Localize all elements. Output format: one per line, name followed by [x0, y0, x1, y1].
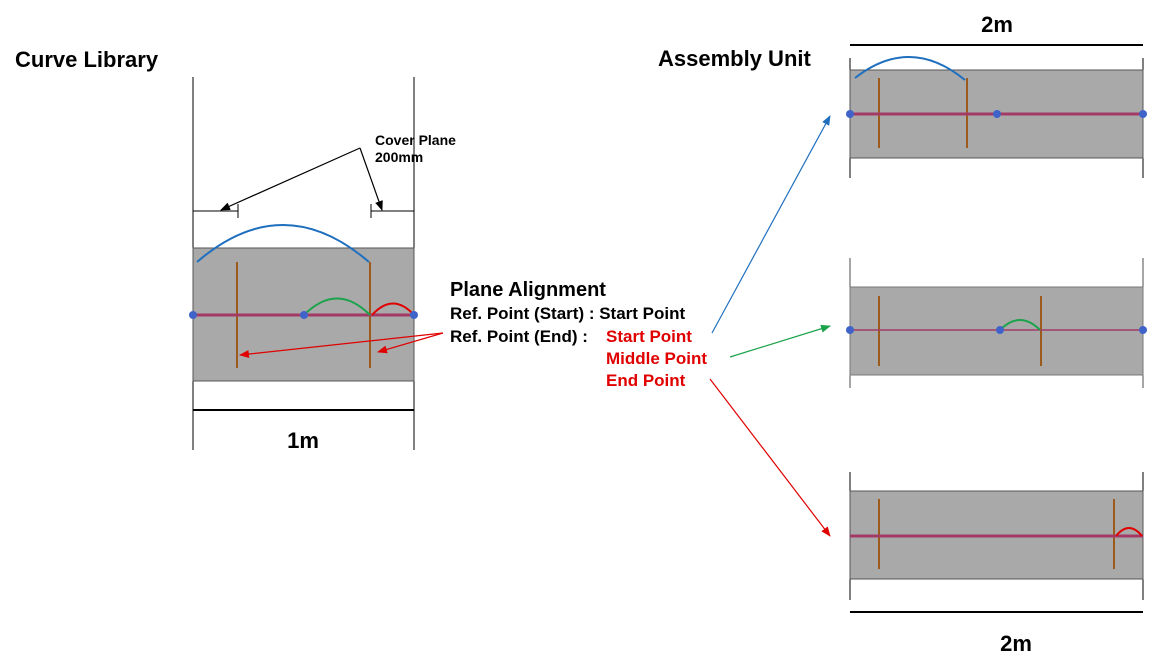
- cover-plane-value: 200mm: [375, 149, 423, 165]
- plane-alignment-heading: Plane Alignment: [450, 279, 606, 301]
- unit1-start-point: [846, 110, 854, 118]
- start-point-marker: [189, 311, 197, 319]
- unit2-middle-point: [996, 326, 1004, 334]
- unit2-green-curve: [999, 319, 1041, 331]
- assembly-unit-2: [846, 258, 1147, 388]
- width-label-1m: 1m: [287, 428, 319, 453]
- blue-arrow-to-unit-1: [711, 115, 831, 334]
- unit3-red-curve: [1115, 527, 1143, 537]
- red-arrow-to-unit-3: [709, 378, 831, 537]
- assembly-unit-3: [849, 472, 1144, 600]
- red-arrow-to-right-post: [377, 332, 444, 354]
- unit2-start-point: [846, 326, 854, 334]
- cover-plane-arrow-right: [359, 147, 383, 211]
- unit1-blue-curve: [854, 56, 966, 81]
- assembly-unit-1: [846, 56, 1147, 178]
- red-arrow-to-left-post: [239, 332, 444, 359]
- curve-library-panel: Curve Library Cover Plane 200mm 1: [15, 47, 456, 453]
- blue-curve: [196, 224, 370, 263]
- option-middle-point: Middle Point: [606, 349, 707, 368]
- assembly-unit-title: Assembly Unit: [658, 46, 811, 71]
- unit1-end-point: [1139, 110, 1147, 118]
- unit2-end-point: [1139, 326, 1147, 334]
- unit1-middle-point: [993, 110, 1001, 118]
- cover-plane-label: Cover Plane: [375, 132, 456, 148]
- ref-point-start-text: Ref. Point (Start) : Start Point: [450, 304, 686, 323]
- top-width-label-2m: 2m: [981, 12, 1013, 37]
- red-curve: [371, 302, 415, 316]
- ref-point-end-prefix: Ref. Point (End) :: [450, 327, 588, 346]
- green-arrow-to-unit-2: [729, 324, 831, 358]
- plane-alignment-block: Plane Alignment Ref. Point (Start) : Sta…: [239, 115, 831, 537]
- end-point-marker: [410, 311, 418, 319]
- cover-plane-arrow-left: [220, 147, 361, 211]
- bottom-width-label-2m: 2m: [1000, 631, 1032, 656]
- green-curve: [303, 297, 371, 316]
- option-start-point: Start Point: [606, 327, 692, 346]
- assembly-unit-panel: Assembly Unit 2m: [658, 12, 1147, 656]
- option-end-point: End Point: [606, 371, 686, 390]
- middle-point-marker: [300, 311, 308, 319]
- curve-library-title: Curve Library: [15, 47, 159, 72]
